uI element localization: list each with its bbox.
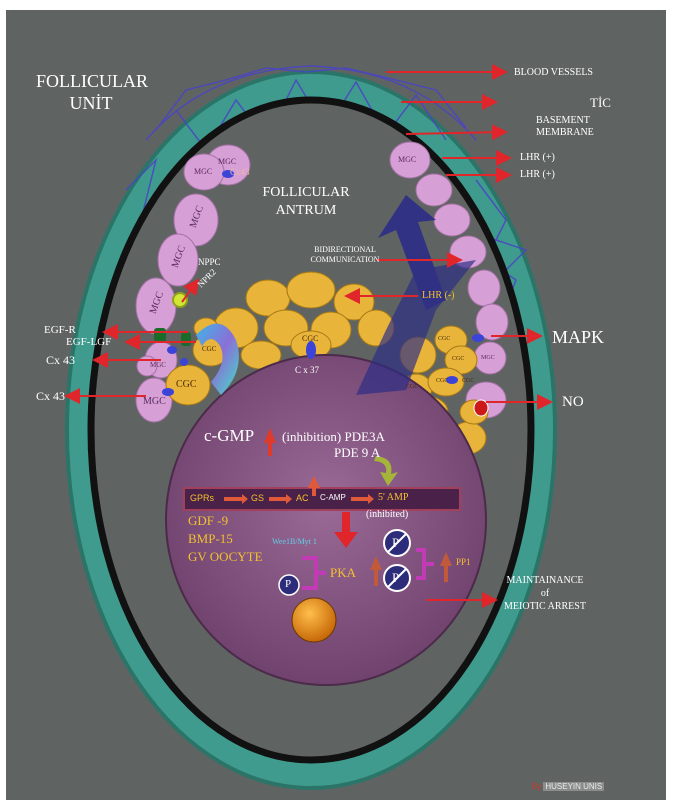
title-line-1: FOLLICULAR: [36, 72, 146, 90]
maint-label-2: of: [490, 589, 600, 599]
amp5-label: 5' AMP: [378, 493, 408, 503]
mgc-label: MGC: [218, 158, 236, 166]
antrum-line-1: FOLLICULAR: [256, 186, 356, 200]
pka-label: PKA: [330, 566, 356, 579]
cx43-label-b: Cx 43: [36, 390, 65, 402]
cgc-label: CGC: [438, 336, 450, 342]
mgc-label: MGC: [481, 355, 495, 361]
gs-label: GS: [251, 494, 264, 503]
lhr-minus-label: LHR (-): [422, 291, 455, 301]
tic-label: TİC: [590, 96, 611, 109]
lhr-plus-label-1: LHR (+): [520, 153, 555, 163]
gdf9-label: GDF -9: [188, 514, 228, 527]
cgc-label: CGC: [302, 335, 318, 343]
mgc-label: MGC: [143, 397, 166, 407]
egfr-label: EGF-R: [44, 325, 76, 336]
p-label-left: P: [285, 579, 291, 590]
npr2-receptor-icon: [173, 293, 187, 307]
blood-vessels-label: BLOOD VESSELS: [514, 68, 593, 78]
nppc-label: NPPC: [198, 258, 221, 267]
inhibited-label: (inhibited): [366, 510, 408, 520]
egflgf-label: EGF-LGF: [66, 337, 111, 348]
bmp15-label: BMP-15: [188, 532, 233, 545]
pp1-label: PP1: [456, 558, 471, 567]
cgc-label: CGC: [202, 346, 216, 353]
cgmp-label: c-GMP: [204, 427, 254, 444]
cx43-label-a: Cx 43: [46, 354, 75, 366]
camp-label: C-AMP: [320, 494, 346, 502]
no-label: NO: [562, 395, 584, 410]
lhr-plus-label-2: LHR (+): [520, 170, 555, 180]
cx37-label: C x 37: [295, 366, 319, 375]
p-label-top: P: [392, 536, 399, 549]
mapk-label: MAPK: [552, 328, 604, 346]
wee1-label: Wee1B/Myt 1: [272, 538, 317, 546]
diagram-canvas: FOLLICULAR UNİT FOLLICULAR ANTRUM BLOOD …: [6, 10, 666, 800]
maint-label-3: MEIOTIC ARREST: [490, 602, 600, 612]
bidir-label-1: BIDIRECTIONAL: [290, 246, 400, 254]
p-label-bottom: P: [392, 571, 399, 584]
pde9a-label: PDE 9 A: [334, 446, 380, 459]
cgc-label: CGC: [462, 378, 474, 384]
basement-label-2: MEMBRANE: [536, 128, 594, 138]
mgc-label: MGC: [398, 156, 416, 164]
cx43-top-label: Cx43: [230, 168, 250, 177]
gprs-label: GPRs: [190, 494, 214, 503]
cgc-label: CGC: [452, 356, 464, 362]
gv-oocyte-label: GV OOCYTE: [188, 550, 263, 563]
mgc-label: MGC: [194, 168, 212, 176]
cgc-label: CGC: [406, 384, 418, 390]
title-line-2: UNİT: [36, 94, 146, 112]
maint-label-1: MAINTAINANCE: [490, 576, 600, 586]
basement-label-1: BASEMENT: [536, 116, 590, 126]
cgc-label: CGC: [176, 380, 197, 390]
antrum-line-2: ANTRUM: [256, 204, 356, 218]
no-signal-icon: [474, 400, 488, 416]
ac-label: AC: [296, 494, 309, 503]
pde3a-label: (inhibition) PDE3A: [282, 430, 385, 443]
cgc-label: CGC: [436, 378, 448, 384]
germinal-vesicle: [292, 598, 336, 642]
bidir-label-2: COMMUNICATION: [290, 256, 400, 264]
mgc-label: MGC: [150, 362, 166, 369]
